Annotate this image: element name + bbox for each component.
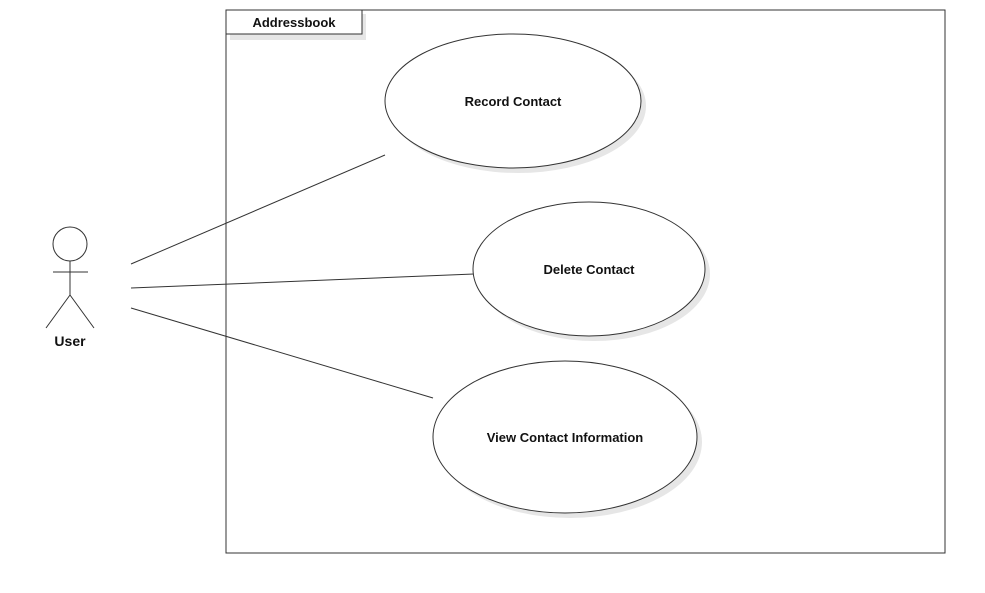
- use-case-view-contact-information[interactable]: View Contact Information: [432, 360, 702, 518]
- use-case-ellipse: [384, 33, 642, 169]
- use-case-ellipse: [472, 201, 706, 337]
- use-case-delete-contact[interactable]: Delete Contact: [472, 201, 710, 341]
- use-case-ellipse: [432, 360, 698, 514]
- association-delete-contact[interactable]: [130, 273, 475, 289]
- use-case-label: View Contact Information: [487, 430, 644, 445]
- system-name: Addressbook: [252, 15, 336, 30]
- use-case-label: Delete Contact: [543, 262, 635, 277]
- association-view-contact-information[interactable]: [130, 307, 434, 399]
- use-case-label: Record Contact: [465, 94, 562, 109]
- actor-user[interactable]: User: [45, 226, 95, 349]
- system-boundary: Addressbook: [225, 9, 946, 554]
- system-boundary-frame: [225, 9, 946, 554]
- stick-figure-icon: [45, 226, 95, 329]
- actor-name: User: [54, 333, 86, 349]
- associations: [130, 154, 475, 399]
- association-record-contact[interactable]: [130, 154, 386, 265]
- system-tab[interactable]: [225, 9, 363, 35]
- use-case-record-contact[interactable]: Record Contact: [384, 33, 646, 173]
